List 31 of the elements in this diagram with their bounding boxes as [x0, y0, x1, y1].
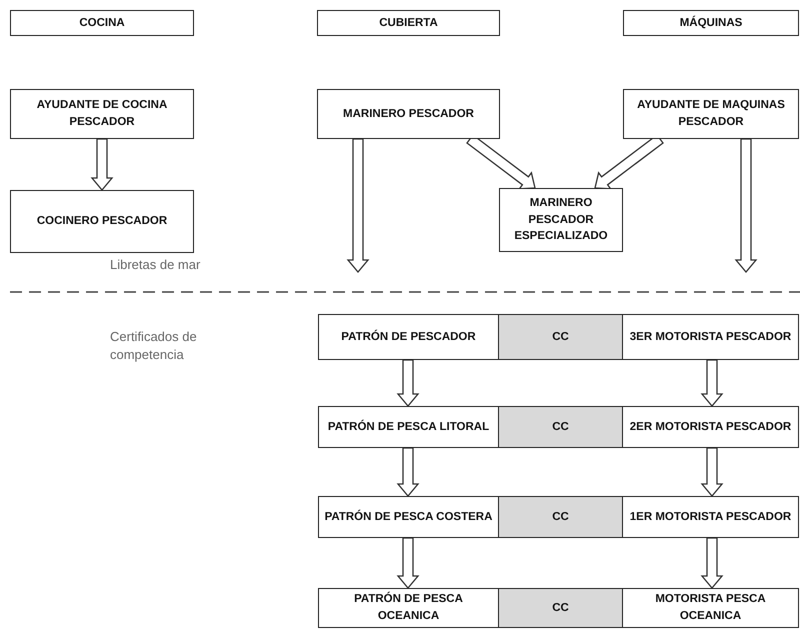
block-arrow: [396, 447, 420, 498]
certificate-box: 1ER MOTORISTA PESCADOR: [622, 496, 799, 538]
role-box: COCINERO PESCADOR: [10, 190, 194, 253]
block-arrow: [700, 359, 724, 408]
cc-cell: CC: [498, 406, 623, 448]
block-arrow: [346, 138, 370, 274]
block-arrow: [396, 537, 420, 590]
block-arrow: [90, 138, 114, 192]
certificate-box: 3ER MOTORISTA PESCADOR: [622, 314, 799, 360]
role-box: MARINERO PESCADOR: [317, 89, 500, 139]
block-arrow: [734, 138, 758, 274]
section-note: Certificados de competencia: [110, 328, 198, 364]
block-arrow: [700, 537, 724, 590]
certificate-box: 2ER MOTORISTA PESCADOR: [622, 406, 799, 448]
header-box: CUBIERTA: [317, 10, 500, 36]
certificate-box: PATRÓN DE PESCADOR: [318, 314, 499, 360]
cc-cell: CC: [498, 496, 623, 538]
header-box: MÁQUINAS: [623, 10, 799, 36]
block-arrow: [396, 359, 420, 408]
cc-cell: CC: [498, 588, 623, 628]
certificate-box: PATRÓN DE PESCA LITORAL: [318, 406, 499, 448]
role-box: AYUDANTE DE MAQUINAS PESCADOR: [623, 89, 799, 139]
role-box: MARINERO PESCADOR ESPECIALIZADO: [499, 188, 623, 252]
header-box: COCINA: [10, 10, 194, 36]
block-arrow: [700, 447, 724, 498]
section-note: Libretas de mar: [110, 256, 202, 274]
role-box: AYUDANTE DE COCINA PESCADOR: [10, 89, 194, 139]
certificate-box: MOTORISTA PESCA OCEANICA: [622, 588, 799, 628]
certificate-box: PATRÓN DE PESCA OCEANICA: [318, 588, 499, 628]
cc-cell: CC: [498, 314, 623, 360]
certificate-box: PATRÓN DE PESCA COSTERA: [318, 496, 499, 538]
